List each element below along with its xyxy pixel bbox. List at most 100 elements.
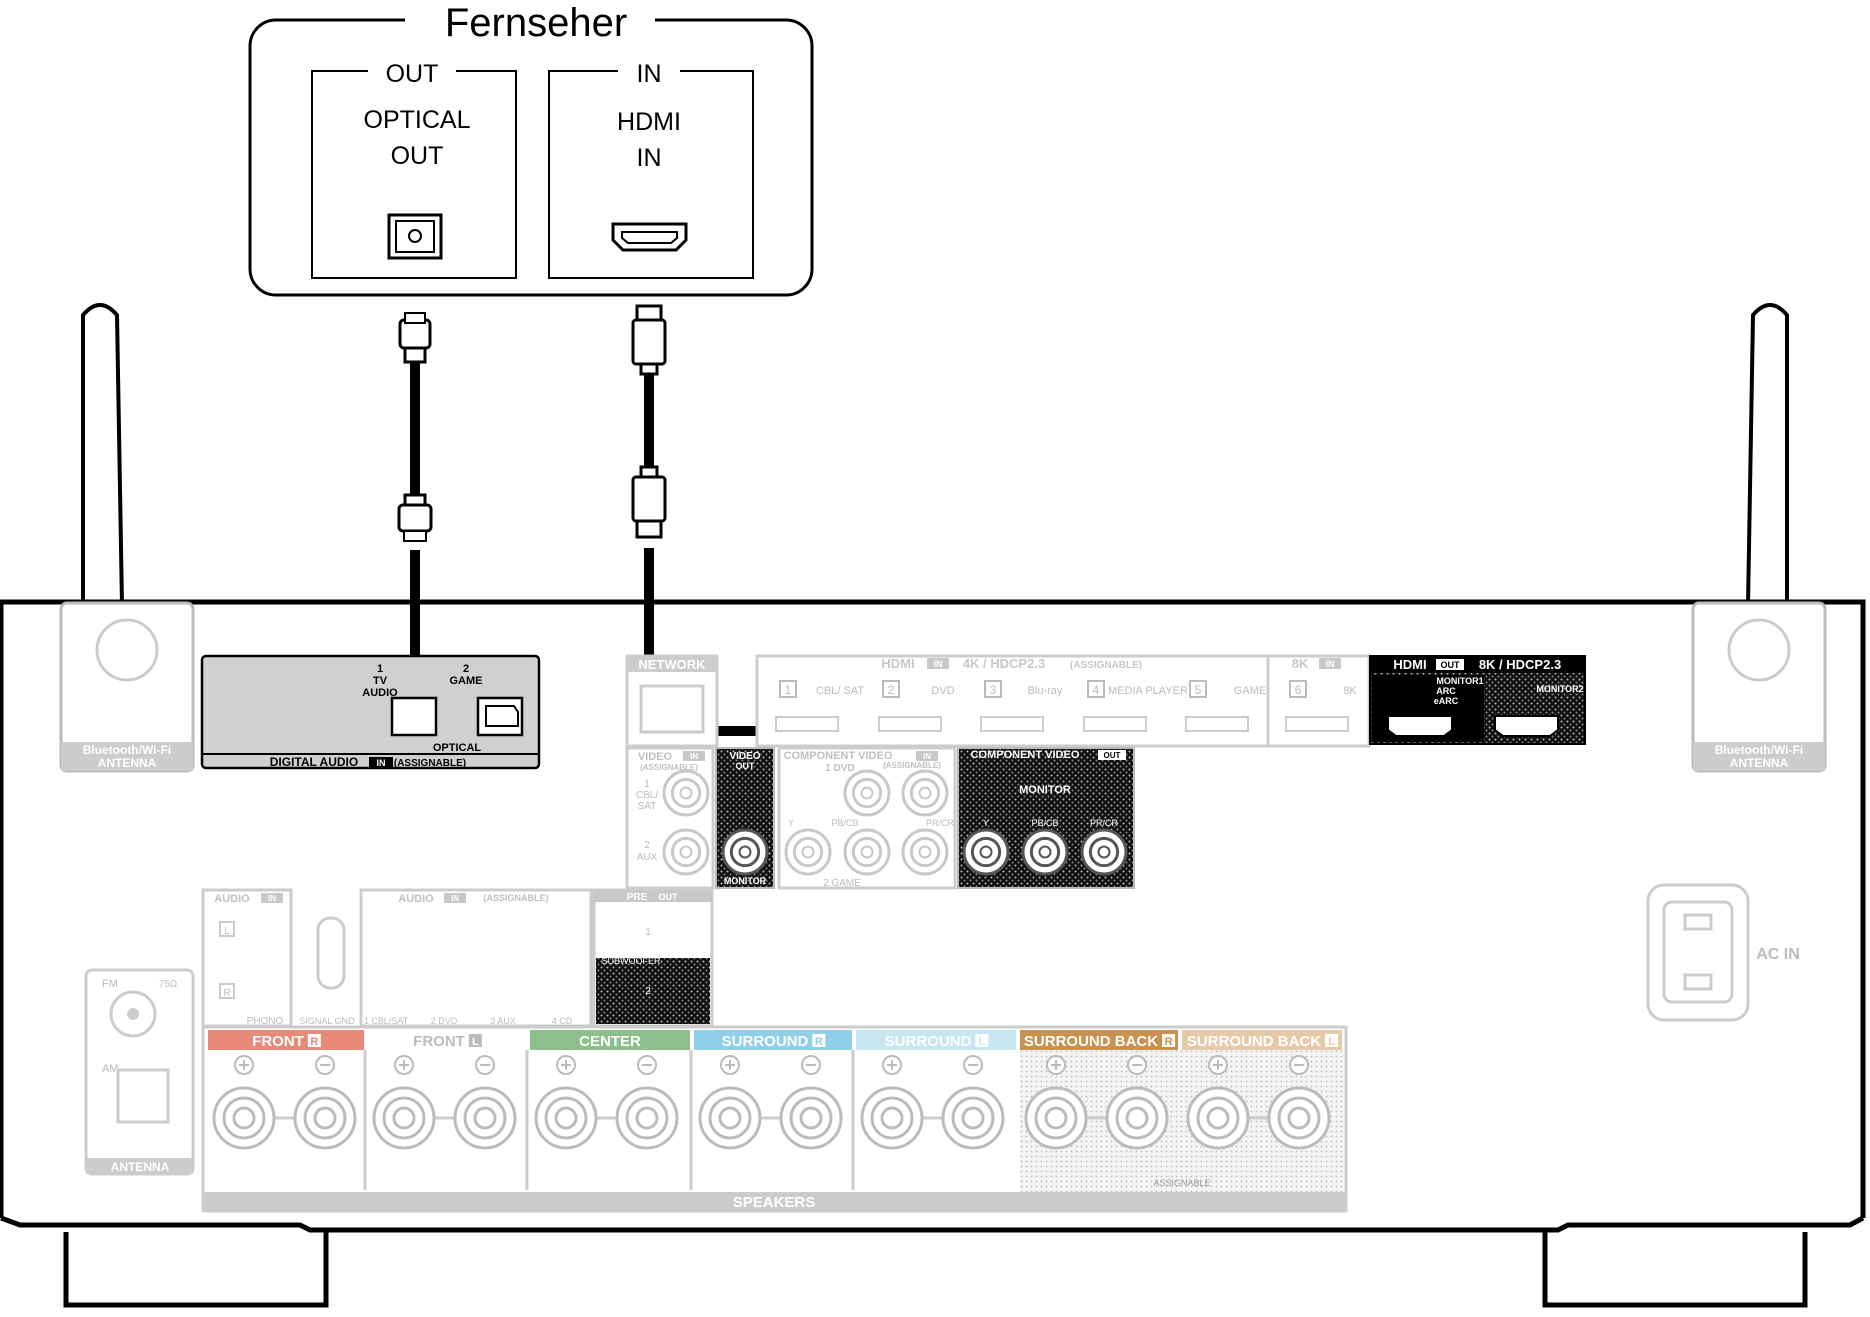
phono-label: PHONO: [247, 1016, 284, 1027]
network-label: NETWORK: [638, 657, 706, 672]
subwoofer-label: SUBWOOFER: [601, 956, 661, 966]
component-in-pb: PB/CB: [831, 818, 858, 828]
component-in-jack: [901, 769, 949, 817]
hdmi-input-2: 2 DVD: [878, 680, 955, 732]
video-in-ch2-num: 2: [644, 840, 650, 851]
tv-device: Fernseher OUT OPTICAL OUT IN HDMI IN: [248, 1, 814, 297]
optical-port-icon: [387, 213, 443, 260]
speaker-group-name: FRONT: [252, 1033, 304, 1050]
hdmi-input-4: 4 MEDIA PLAYER: [1083, 680, 1188, 732]
hdmi-input-name: DVD: [931, 685, 954, 697]
optical-in1-name-a: TV: [373, 675, 388, 687]
ac-in-label: AC IN: [1756, 946, 1800, 963]
hdmi-input-number: 4: [1093, 683, 1100, 697]
hdmi-out-spec: 8K / HDCP2.3: [1479, 657, 1561, 672]
hdmi-in-line2: IN: [637, 144, 662, 172]
component-out-badge: OUT: [1104, 751, 1121, 760]
speaker-channel-badge: R: [815, 1036, 823, 1048]
monitor1-earc: eARC: [1434, 696, 1459, 706]
hdmi-input-port: [775, 716, 839, 732]
audio-in-label-4: 4 CD: [552, 1016, 573, 1026]
wifi-antenna-left: [81, 303, 125, 607]
video-in-ch1-num: 1: [644, 779, 650, 790]
speaker-group-name: SURROUND: [885, 1033, 972, 1050]
video-out-monitor: MONITOR: [724, 876, 767, 886]
optical-in1-port: [390, 696, 438, 737]
speaker-group: FRONT R: [208, 1030, 364, 1150]
hdmi-in-panel: HDMI IN 4K / HDCP2.3 (ASSIGNABLE) 8K IN …: [755, 654, 1371, 748]
phono-r: R: [223, 988, 230, 999]
hdmi-input-name: Blu-ray: [1028, 685, 1063, 697]
speakers-assignable: ASSIGNABLE: [1153, 1178, 1210, 1188]
hdmi-input-number: 2: [888, 683, 895, 697]
hdmi-out-title: HDMI: [1393, 657, 1426, 672]
component-in-jack: [901, 828, 949, 876]
tv-title: Fernseher: [445, 1, 627, 45]
optical-in2-number: 2: [463, 663, 469, 675]
video-in-ch1-name-b: SAT: [638, 801, 657, 812]
signal-gnd-label: SIGNAL GND: [299, 1016, 355, 1026]
video-in-ch1-name-a: CBL/: [636, 790, 658, 801]
audio-in-label-3: 3 AUX: [490, 1016, 516, 1026]
video-in-title: VIDEO: [638, 751, 673, 763]
component-in-pr: PR/CR: [926, 818, 955, 828]
component-out-jack: [1080, 828, 1128, 876]
audio-in-badge: IN: [451, 894, 459, 903]
component-out-title: COMPONENT VIDEO: [971, 749, 1080, 761]
antenna-label: ANTENNA: [111, 1160, 170, 1174]
bt-antenna-right: Bluetooth/Wi-Fi ANTENNA: [1691, 601, 1827, 773]
pre-out-ch1: 1: [645, 927, 651, 938]
component-out-pr: PR/CR: [1090, 818, 1119, 828]
speaker-group-name: SURROUND BACK: [1187, 1033, 1321, 1050]
foot-right: [1542, 1232, 1808, 1308]
hdmi-input-port: [878, 716, 942, 732]
fm-ohm-label: 75Ω: [159, 979, 178, 990]
video-out-jack: [721, 828, 769, 876]
optical-label: OPTICAL: [433, 742, 482, 754]
audio-in-panel: AUDIO IN (ASSIGNABLE) 1 CBL/SAT 2 DVD 3 …: [359, 888, 593, 1028]
speaker-group-name: FRONT: [413, 1033, 465, 1050]
tv-out-label: OUT: [386, 60, 439, 88]
hdmi-8k-title: 8K: [1292, 656, 1309, 671]
speakers-label: SPEAKERS: [733, 1194, 816, 1211]
component-in-dvd: 1 DVD: [825, 763, 854, 774]
phono-title: AUDIO: [214, 893, 250, 905]
audio-in-label-1: 1 CBL/SAT: [364, 1016, 409, 1026]
component-in-assignable: (ASSIGNABLE): [883, 761, 941, 770]
hdmi-input-name: GAME: [1234, 685, 1266, 697]
audio-in-title: AUDIO: [398, 893, 434, 905]
component-in-badge: IN: [923, 752, 931, 761]
phono-badge: IN: [268, 894, 276, 903]
hdmi-input-number: 5: [1195, 683, 1202, 697]
component-in-title: COMPONENT VIDEO: [784, 750, 893, 762]
hdmi-input-name: MEDIA PLAYER: [1108, 685, 1188, 697]
digital-audio-label: DIGITAL AUDIO: [270, 755, 358, 769]
hdmi-input-port: [1083, 716, 1147, 732]
audio-in-assignable: (ASSIGNABLE): [484, 893, 549, 903]
optical-out-line1: OPTICAL: [364, 106, 471, 134]
speaker-channel-badge: R: [310, 1036, 318, 1048]
optical-in2-name: GAME: [450, 675, 483, 687]
ac-inlet: AC IN: [1646, 883, 1800, 1022]
component-out-pb: PB/CB: [1031, 818, 1058, 828]
optical-in1-number: 1: [377, 663, 383, 675]
speaker-channel-badge: L: [1328, 1036, 1335, 1048]
hdmi-8k-badge: IN: [1326, 659, 1335, 669]
bt-left-line2: ANTENNA: [98, 756, 157, 770]
network-port: NETWORK: [625, 654, 719, 748]
hdmi-input-port: [980, 716, 1044, 732]
pre-out-ch2: 2: [645, 986, 651, 997]
video-in-ch2-name: AUX: [637, 852, 658, 863]
component-in-game: 2 GAME: [823, 878, 861, 889]
bt-right-line2: ANTENNA: [1730, 756, 1789, 770]
bt-left-line1: Bluetooth/Wi-Fi: [83, 743, 172, 757]
speaker-group-name: SURROUND BACK: [1024, 1033, 1158, 1050]
